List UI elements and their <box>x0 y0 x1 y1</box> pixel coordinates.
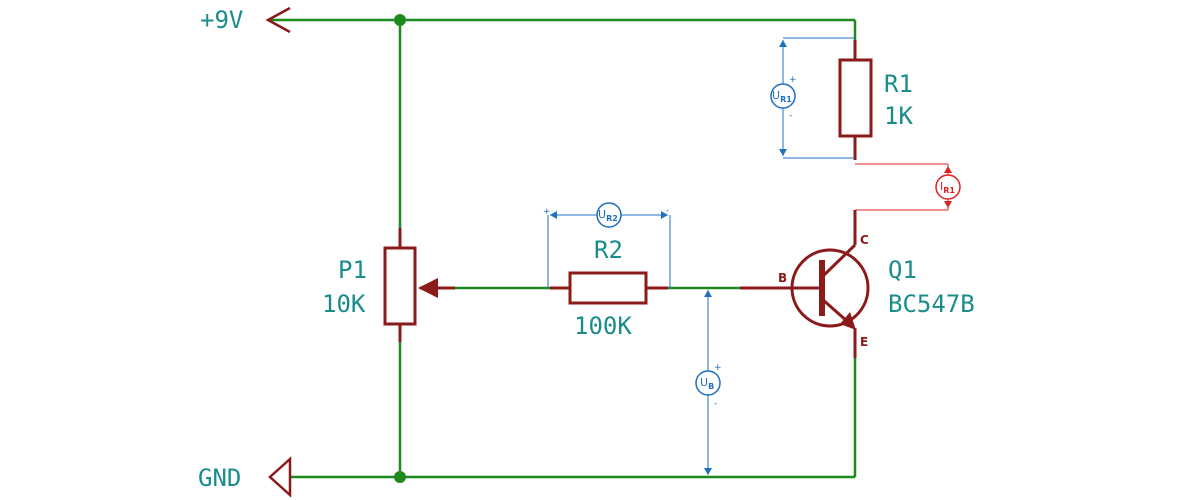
ur1-sub: R1 <box>780 95 792 104</box>
transistor-q1 <box>740 210 870 358</box>
ur2-sub: R2 <box>606 214 618 223</box>
r1-value: 1K <box>884 102 913 130</box>
ur2-arrow-left <box>550 211 557 219</box>
r2-value: 100K <box>574 312 632 340</box>
voltmeter-ur1-wires <box>782 37 855 159</box>
ammeter-arrow-down <box>944 201 952 208</box>
wires <box>268 18 857 479</box>
svg-text:UB: UB <box>700 376 714 391</box>
ur1-plus: + <box>789 75 797 85</box>
resistor-r2 <box>550 271 668 305</box>
ground-label: GND <box>198 464 241 492</box>
ground-symbol <box>268 456 292 498</box>
ur2-plus: + <box>543 207 551 217</box>
q1-pin-b: B <box>778 271 787 285</box>
ur1-arrow-top <box>779 40 787 47</box>
power-symbol <box>265 6 291 34</box>
ur2-minus: - <box>666 206 669 216</box>
ub-main: U <box>700 376 708 389</box>
ub-arrow-top <box>704 290 712 297</box>
resistor-r1 <box>838 40 873 160</box>
potentiometer-wiper-arrow <box>418 278 438 298</box>
ammeter-arrow-up <box>944 166 952 173</box>
junction-dot-bottom <box>394 471 406 483</box>
ur1-minus: - <box>789 111 792 121</box>
ir1-main: I <box>940 180 943 193</box>
q1-ref: Q1 <box>888 256 917 284</box>
r2-ref: R2 <box>594 236 623 264</box>
q1-pin-e: E <box>860 335 868 349</box>
ir1-sub: R1 <box>943 186 955 195</box>
voltmeter-ur2-icon <box>596 202 622 228</box>
power-label: +9V <box>200 6 243 34</box>
p1-value: 10K <box>322 290 366 318</box>
r1-ref: R1 <box>884 70 913 98</box>
ammeter-ir1-icon <box>935 174 961 200</box>
voltmeter-ub-icon <box>695 370 721 396</box>
svg-text:UR1: UR1 <box>772 89 792 104</box>
ur2-main: U <box>598 208 606 221</box>
ur2-arrow-right <box>661 211 668 219</box>
svg-text:UR2: UR2 <box>598 208 618 223</box>
ur1-arrow-bottom <box>779 149 787 156</box>
ub-sub: B <box>708 382 714 391</box>
ub-arrow-bottom <box>704 468 712 475</box>
p1-ref: P1 <box>338 256 367 284</box>
emitter-arrow <box>840 312 856 330</box>
voltmeter-ur2-wires <box>547 214 671 288</box>
voltmeter-ur1-icon <box>770 83 796 109</box>
junction-dot-top <box>394 14 406 26</box>
q1-value: BC547B <box>888 290 975 318</box>
svg-text:IR1: IR1 <box>940 180 955 195</box>
ur1-main: U <box>772 89 780 102</box>
ub-minus: - <box>714 399 717 409</box>
q1-pin-c: C <box>860 233 869 247</box>
ammeter-ir1-wires <box>855 163 949 211</box>
ub-plus: + <box>714 363 722 373</box>
potentiometer-p1 <box>383 228 455 342</box>
